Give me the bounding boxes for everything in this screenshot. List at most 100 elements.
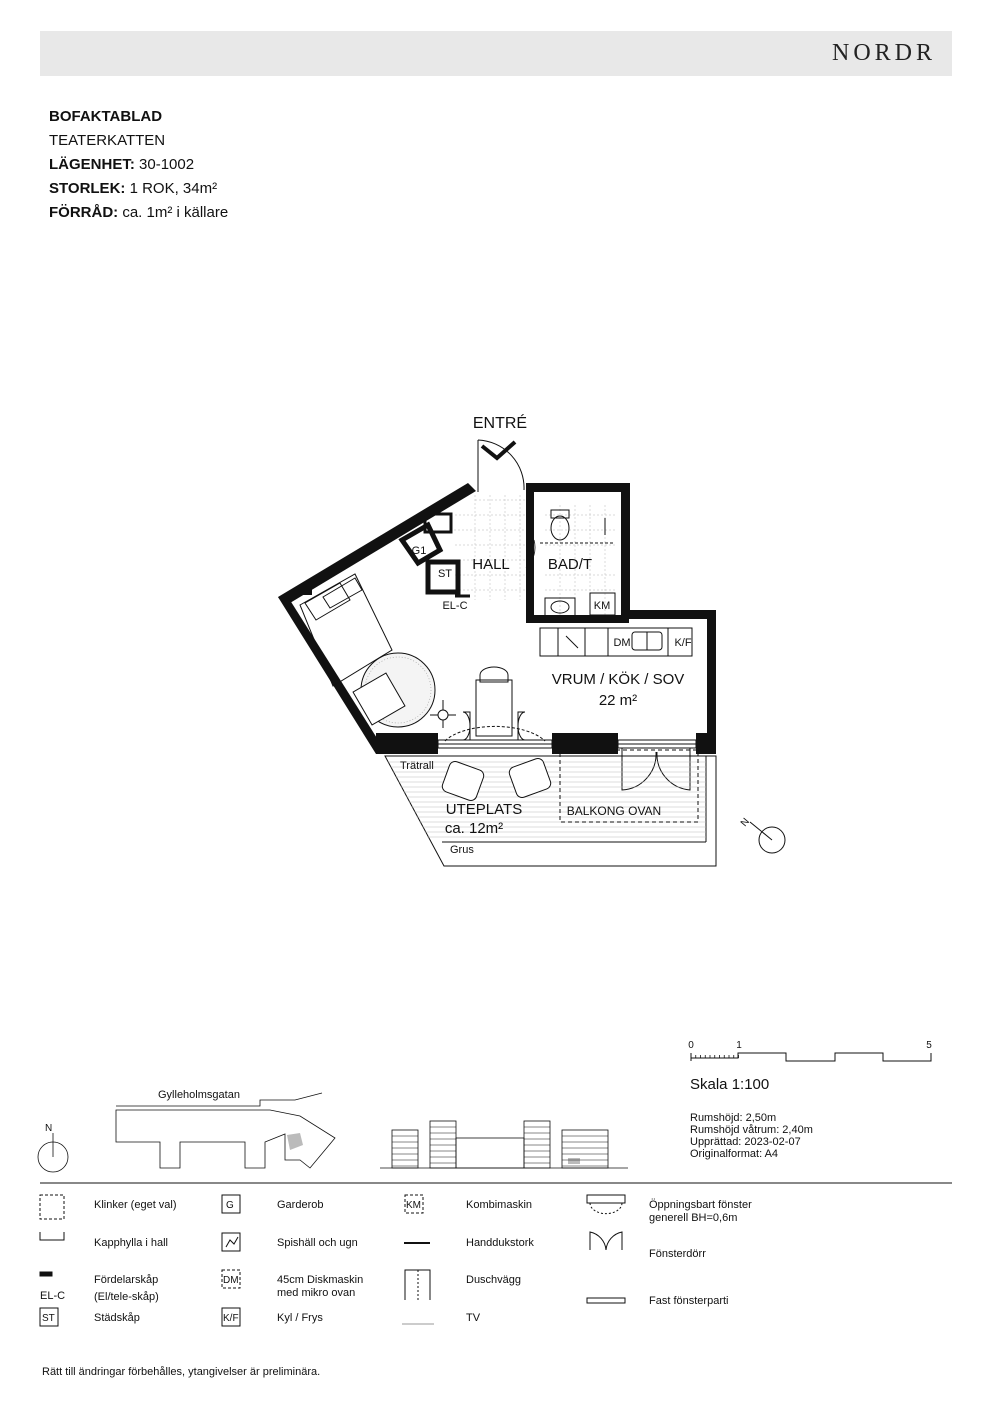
south-windows <box>437 725 697 749</box>
legend-wardrobe: Garderob <box>277 1199 324 1211</box>
stove-icon <box>221 1232 241 1252</box>
legend-dist-cabinet-2: (El/tele-skåp) <box>94 1291 159 1303</box>
window-icon <box>586 1194 626 1204</box>
legend-cleaning: Städskåp <box>94 1312 140 1324</box>
legend-tv: TV <box>466 1312 481 1324</box>
door-window-icon <box>589 1231 623 1251</box>
wall-bath-west <box>526 483 534 623</box>
north-label: N <box>739 816 752 829</box>
legend-km-symbol: KM <box>406 1200 421 1211</box>
apartment-label: LÄGENHET: <box>49 156 135 173</box>
legend-dishwasher-2: med mikro ovan <box>277 1287 356 1299</box>
hall-tiles <box>450 495 615 615</box>
dm-icon <box>221 1269 241 1289</box>
wall-west <box>278 597 387 754</box>
legend-combi: Kombimaskin <box>466 1199 533 1211</box>
outdoor-chairs <box>441 757 552 802</box>
kf-icon <box>221 1307 241 1327</box>
wall-south-2 <box>552 733 618 754</box>
st-label: ST <box>438 568 452 580</box>
section-elevation <box>380 1120 628 1169</box>
bathroom-fixtures <box>525 509 616 617</box>
apartment-info: BOFAKTABLAD TEATERKATTEN LÄGENHET: 30-10… <box>49 105 228 225</box>
scale-tick-5: 5 <box>926 1040 932 1051</box>
patio-door[interactable] <box>621 748 691 791</box>
wall-north-living <box>621 610 716 619</box>
nordr-logo: NORDR <box>831 40 936 66</box>
elc-label: EL-C <box>442 600 467 612</box>
legend-st-symbol: ST <box>42 1313 55 1324</box>
tiles-icon <box>39 1194 65 1220</box>
st-icon <box>39 1307 59 1327</box>
site-plan <box>37 1092 336 1173</box>
wall-east <box>707 610 716 754</box>
scale-label: Skala 1:100 <box>690 1076 770 1093</box>
legend-fixed-window: Fast fönsterparti <box>649 1295 729 1307</box>
gravel-label: Grus <box>450 844 474 856</box>
wall-detail <box>300 587 312 595</box>
patio-area: ca. 12m² <box>445 820 503 837</box>
rug-armchair <box>352 652 436 728</box>
storage-value: ca. 1m² i källare <box>122 204 229 221</box>
balcony-label: BALKONG OVAN <box>567 804 661 818</box>
storage-label: FÖRRÅD: <box>49 204 119 221</box>
legend-door-window: Fönsterdörr <box>649 1248 706 1260</box>
bath-label: BAD/T <box>548 556 592 573</box>
dist-cabinet-icon <box>39 1271 53 1277</box>
decking-label: Trätrall <box>400 760 434 772</box>
legend-dist-cabinet-1: Fördelarskåp <box>94 1274 159 1286</box>
site-street: Gylleholmsgatan <box>158 1089 240 1101</box>
legend-window-1: Öppningsbart fönster <box>649 1199 752 1211</box>
hall-label: HALL <box>472 556 510 573</box>
legend-tiles: Klinker (eget val) <box>94 1199 177 1211</box>
patio-label: UTEPLATS <box>446 801 522 818</box>
legend-g-symbol: G <box>226 1200 234 1211</box>
scale-ticks <box>690 1055 739 1058</box>
room-height-wet: Rumshöjd våtrum: 2,40m <box>690 1124 813 1136</box>
legend-elc-symbol: EL-C <box>40 1290 66 1302</box>
dining-set <box>430 666 526 741</box>
legend-towel: Handdukstork <box>466 1237 534 1249</box>
legend-dm-symbol: DM <box>223 1275 239 1286</box>
wall-bath-south <box>526 615 629 623</box>
dm-label: DM <box>613 637 630 649</box>
km-label: KM <box>594 600 611 612</box>
legend-fridge: Kyl / Frys <box>277 1312 323 1324</box>
doc-type: BOFAKTABLAD <box>49 108 163 125</box>
wall-south-3 <box>696 733 716 754</box>
living-label: VRUM / KÖK / SOV <box>552 670 685 688</box>
living-area: 22 m² <box>599 692 637 709</box>
size-value: 1 ROK, 34m² <box>129 180 218 197</box>
project-name: TEATERKATTEN <box>49 132 166 149</box>
kf-label: K/F <box>674 637 691 649</box>
north-arrow <box>749 821 786 854</box>
elevation-floors <box>392 1126 608 1167</box>
size-label: STORLEK: <box>49 180 126 197</box>
g-icon <box>221 1194 241 1214</box>
legend-dist-cabinet: Fördelarskåp (El/tele-skåp) <box>94 1274 159 1304</box>
scale-tick-0: 0 <box>688 1040 694 1051</box>
legend-stove: Spishäll och ugn <box>277 1237 358 1249</box>
km-icon <box>404 1194 424 1214</box>
closets <box>398 512 470 598</box>
fixed-window-icon <box>586 1297 626 1304</box>
wall-bath-east <box>621 483 630 615</box>
scale-meta: Rumshöjd: 2,50m Rumshöjd våtrum: 2,40m U… <box>690 1112 813 1160</box>
legend-hat-shelf: Kapphylla i hall <box>94 1237 168 1249</box>
scale-tick-1: 1 <box>736 1040 742 1051</box>
header-bar: NORDR <box>40 31 952 76</box>
entrance-label: ENTRÉ <box>473 413 527 432</box>
kitchen-counter <box>539 627 693 657</box>
legend-dishwasher: 45cm Diskmaskin med mikro ovan <box>277 1274 363 1300</box>
bed <box>299 573 393 687</box>
legend-window: Öppningsbart fönster generell BH=0,6m <box>649 1199 752 1225</box>
legend-shower: Duschvägg <box>466 1274 522 1286</box>
legend-window-2: generell BH=0,6m <box>649 1212 738 1224</box>
legend-kf-symbol: K/F <box>223 1313 239 1324</box>
legend-dishwasher-1: 45cm Diskmaskin <box>277 1274 364 1286</box>
entrance-door[interactable] <box>477 439 525 492</box>
hat-shelf-icon <box>39 1232 65 1241</box>
scale-bar <box>690 1052 932 1062</box>
wall-south-1 <box>376 733 438 754</box>
site-north: N <box>45 1123 52 1134</box>
